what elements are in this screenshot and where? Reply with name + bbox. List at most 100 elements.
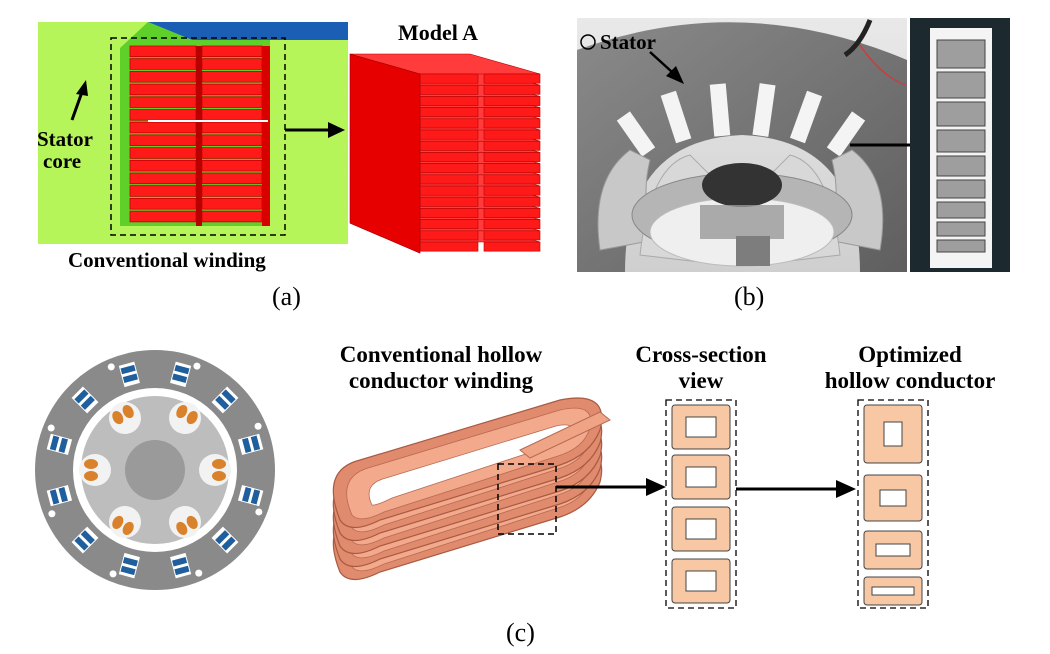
slot-conductor	[936, 179, 986, 199]
model-a-layer-front	[483, 107, 541, 118]
slot-coil	[174, 364, 190, 375]
model-a-layer-front	[483, 208, 541, 218]
pole-magnet	[186, 411, 198, 425]
label-model-a: Model A	[398, 20, 479, 45]
stator-arrow	[649, 51, 673, 73]
slot-coil	[80, 395, 95, 410]
motor-slot	[46, 485, 73, 507]
model-a-layer-front	[483, 129, 541, 140]
slot-coil	[58, 437, 68, 453]
motor-slot	[211, 386, 239, 414]
pole-magnet	[84, 471, 98, 481]
slot-coil	[74, 389, 89, 404]
slot-conductor	[936, 239, 986, 253]
slot-opening	[211, 526, 239, 554]
pole-magnet	[212, 471, 226, 481]
caption-a: (a)	[272, 282, 301, 311]
label-stator: Stator	[600, 30, 656, 54]
slot-conductor	[936, 101, 986, 127]
label-hollow-conductor-winding: Conventional hollow conductor winding	[339, 342, 543, 393]
mounting-hole	[193, 362, 201, 370]
motor-slot	[71, 386, 99, 414]
stator-tooth-top	[148, 22, 348, 40]
model-a-graphic	[349, 53, 541, 254]
slot-coil	[174, 565, 190, 576]
rotor-pole	[109, 402, 141, 435]
model-a-layer-front	[483, 96, 541, 106]
pole-magnet	[122, 405, 134, 419]
slot-conductor	[936, 201, 986, 219]
pole-magnet	[186, 515, 198, 529]
slot-coil	[120, 364, 136, 375]
cross-section-conductors	[671, 404, 731, 604]
mounting-hole	[109, 570, 117, 578]
model-a-layer-front	[483, 118, 541, 129]
slot-conductor	[936, 155, 986, 177]
model-a-layer-front	[483, 84, 541, 95]
slot-coil	[172, 557, 188, 567]
mounting-holes	[47, 362, 263, 578]
shaft	[125, 440, 185, 500]
mounting-hole	[47, 424, 55, 432]
mounting-hole	[195, 569, 203, 577]
conductor-hole	[685, 416, 717, 438]
motor-slot	[118, 552, 140, 579]
slot-coil	[221, 536, 236, 551]
motor-slot	[211, 526, 239, 554]
caption-c: (c)	[506, 618, 535, 647]
slot-opening	[71, 386, 99, 414]
rotor-pole	[109, 505, 141, 538]
model-a-layer-front	[483, 163, 541, 174]
cross-section-box	[665, 399, 737, 609]
motor-slot	[46, 433, 73, 455]
conductor-hole	[685, 466, 717, 488]
rotor-pole	[199, 454, 231, 486]
label-optimized-hollow-conductor: Optimized hollow conductor	[824, 342, 996, 393]
optimized-hole	[883, 421, 903, 447]
optimized-hole	[875, 543, 911, 557]
coil-lead	[519, 411, 611, 459]
optimized-hole	[879, 489, 907, 507]
model-a-layer-front	[483, 185, 541, 196]
motor-slot	[237, 485, 264, 507]
pole-magnet	[176, 521, 188, 535]
label-conventional-winding: Conventional winding	[68, 248, 266, 272]
cable	[843, 19, 873, 58]
motor-slot	[170, 552, 192, 579]
pole-magnet	[176, 405, 188, 419]
motor-slot	[118, 361, 140, 388]
model-a-layer-front	[483, 219, 541, 230]
pole-pocket	[79, 454, 111, 486]
slot-coil	[242, 487, 252, 503]
mounting-hole	[255, 508, 263, 516]
slot-conductor	[936, 71, 986, 99]
stator-core-arrow	[70, 91, 84, 121]
slot-coil	[242, 437, 252, 453]
winding-bar-gap	[196, 46, 202, 226]
optimized-conductors	[863, 404, 923, 606]
label-stator-core: Stator core	[37, 127, 93, 173]
model-a-layer-front	[483, 140, 541, 151]
slot-opening	[211, 386, 239, 414]
conductor-hole	[685, 570, 717, 592]
rotor-pole	[79, 454, 111, 486]
coil-selection-box	[497, 463, 557, 535]
slot-conductor	[936, 129, 986, 153]
center-cavity	[702, 163, 782, 207]
rotor-magnets	[79, 402, 231, 538]
slot-coil	[120, 565, 136, 576]
mounting-hole	[107, 363, 115, 371]
model-a-side	[349, 53, 421, 254]
rotor-pole	[169, 505, 201, 538]
stator-ring	[577, 22, 907, 272]
conductor-hole	[685, 518, 717, 540]
slot-coil	[58, 487, 68, 503]
pole-magnet	[212, 459, 226, 469]
slot-coil	[49, 489, 60, 505]
model-a-layer-front	[483, 196, 541, 207]
model-a-layer-front	[483, 241, 541, 252]
slot-opening	[71, 526, 99, 554]
slot-coil	[80, 530, 95, 545]
model-a-layer-front	[483, 73, 541, 84]
